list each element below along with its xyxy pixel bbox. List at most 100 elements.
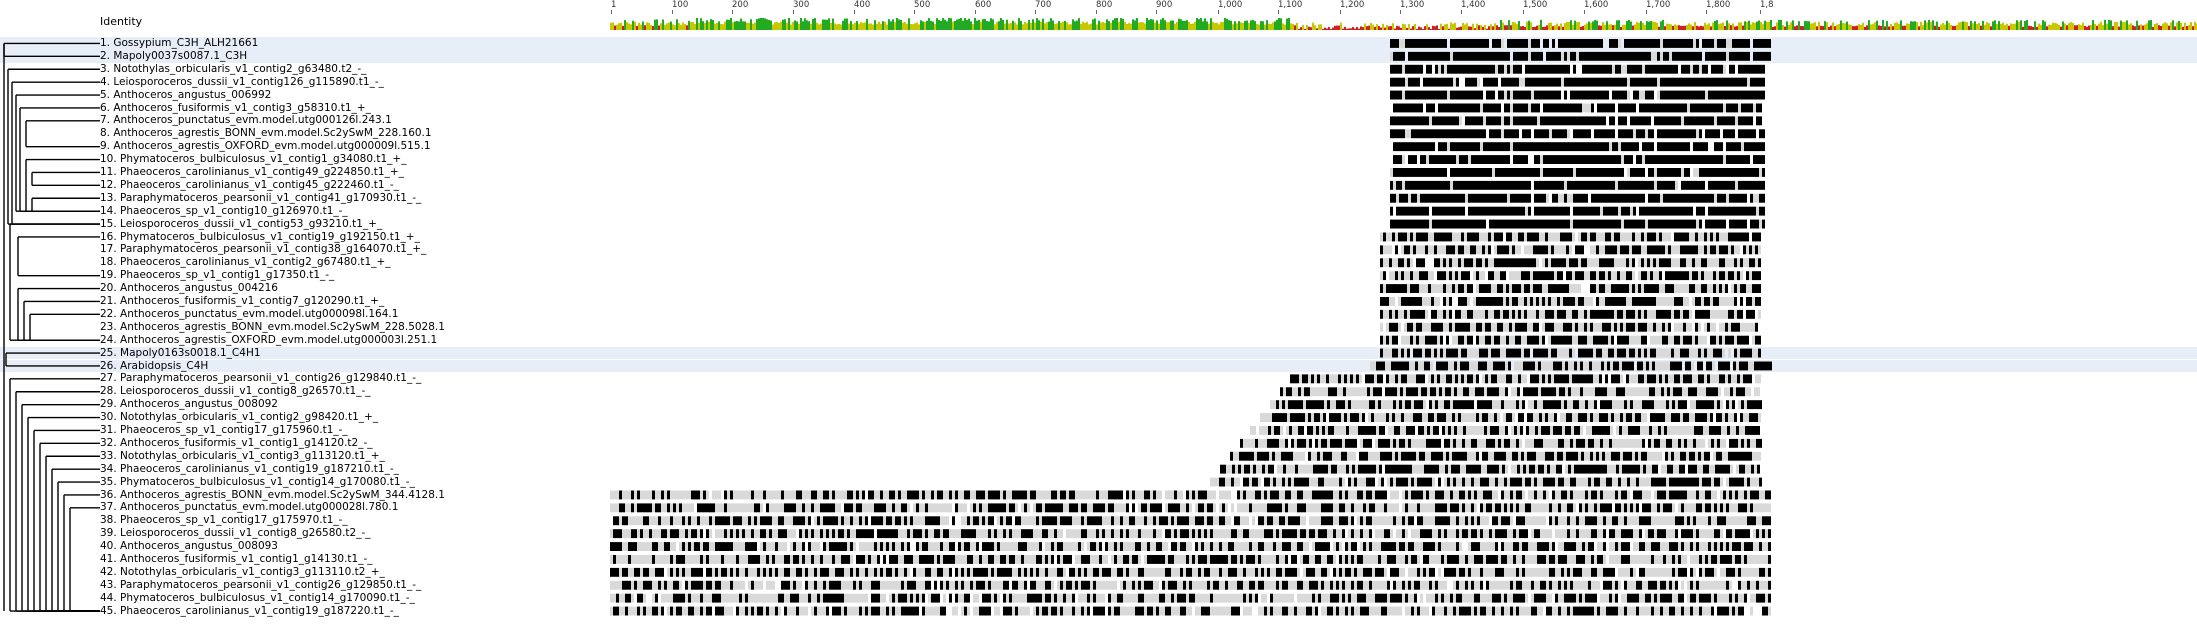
sequence-row[interactable]: 44. Phymatoceros_bulbiculosus_v1_contig1… [0, 592, 2197, 605]
residue-block [1397, 387, 1400, 397]
sequence-name[interactable]: 14. Phaeoceros_sp_v1_contig10_g126970.t1… [100, 204, 348, 217]
sequence-row[interactable]: 38. Phaeoceros_sp_v1_contig17_g175970.t1… [0, 514, 2197, 527]
sequence-name[interactable]: 23. Anthoceros_agrestis_BONN_evm.model.S… [100, 320, 445, 333]
sequence-name[interactable]: 44. Phymatoceros_bulbiculosus_v1_contig1… [100, 591, 415, 604]
sequence-row[interactable]: 19. Phaeoceros_sp_v1_contig1_g17350.t1_-… [0, 269, 2197, 282]
sequence-name[interactable]: 35. Phymatoceros_bulbiculosus_v1_contig1… [100, 475, 415, 488]
sequence-row[interactable]: 35. Phymatoceros_bulbiculosus_v1_contig1… [0, 476, 2197, 489]
sequence-row[interactable]: 18. Phaeoceros_carolinianus_v1_contig2_g… [0, 256, 2197, 269]
sequence-row[interactable]: 32. Anthoceros_fusiformis_v1_contig1_g14… [0, 437, 2197, 450]
identity-bar [1106, 19, 1108, 30]
sequence-row[interactable]: 24. Anthoceros_agrestis_OXFORD_evm.model… [0, 334, 2197, 347]
sequence-name[interactable]: 9. Anthoceros_agrestis_OXFORD_evm.model.… [100, 140, 431, 153]
sequence-name[interactable]: 11. Phaeoceros_carolinianus_v1_contig49_… [100, 166, 404, 178]
sequence-row[interactable]: 40. Anthoceros_angustus_008093 [0, 540, 2197, 553]
sequence-name[interactable]: 34. Phaeoceros_carolinianus_v1_contig19_… [100, 462, 399, 475]
sequence-row[interactable]: 22. Anthoceros_punctatus_evm.model.utg00… [0, 308, 2197, 321]
sequence-name[interactable]: 37. Anthoceros_punctatus_evm.model.utg00… [100, 501, 399, 514]
residue-block [1663, 219, 1666, 229]
sequence-name[interactable]: 33. Notothylas_orbicularis_v1_contig3_g1… [100, 449, 385, 462]
sequence-row[interactable]: 23. Anthoceros_agrestis_BONN_evm.model.S… [0, 321, 2197, 334]
sequence-name[interactable]: 43. Paraphymatoceros_pearsonii_v1_contig… [100, 578, 422, 591]
sequence-row[interactable]: 12. Phaeoceros_carolinianus_v1_contig45_… [0, 179, 2197, 192]
sequence-name[interactable]: 6. Anthoceros_fusiformis_v1_contig3_g583… [100, 101, 371, 114]
sequence-name[interactable]: 40. Anthoceros_angustus_008093 [100, 540, 278, 553]
sequence-name[interactable]: 1. Gossypium_C3H_ALH21661 [100, 37, 259, 49]
sequence-row[interactable]: 16. Phymatoceros_bulbiculosus_v1_contig1… [0, 231, 2197, 244]
sequence-row[interactable]: 11. Phaeoceros_carolinianus_v1_contig49_… [0, 166, 2197, 179]
sequence-name[interactable]: 38. Phaeoceros_sp_v1_contig17_g175970.t1… [100, 514, 348, 527]
sequence-row[interactable]: 20. Anthoceros_angustus_004216 [0, 282, 2197, 295]
sequence-row[interactable]: 14. Phaeoceros_sp_v1_contig10_g126970.t1… [0, 205, 2197, 218]
sequence-name[interactable]: 7. Anthoceros_punctatus_evm.model.utg000… [100, 114, 392, 127]
residue-block [1612, 180, 1615, 190]
sequence-row[interactable]: 34. Phaeoceros_carolinianus_v1_contig19_… [0, 463, 2197, 476]
sequence-name[interactable]: 22. Anthoceros_punctatus_evm.model.utg00… [100, 307, 399, 320]
sequence-row[interactable]: 29. Anthoceros_angustus_008092 [0, 398, 2197, 411]
sequence-row[interactable]: 6. Anthoceros_fusiformis_v1_contig3_g583… [0, 102, 2197, 115]
sequence-name[interactable]: 41. Anthoceros_fusiformis_v1_contig1_g14… [100, 553, 373, 565]
sequence-row[interactable]: 7. Anthoceros_punctatus_evm.model.utg000… [0, 114, 2197, 127]
sequence-name[interactable]: 21. Anthoceros_fusiformis_v1_contig7_g12… [100, 295, 385, 307]
sequence-row[interactable]: 31. Phaeoceros_sp_v1_contig17_g175960.t1… [0, 424, 2197, 437]
sequence-name[interactable]: 13. Paraphymatoceros_pearsonii_v1_contig… [100, 191, 422, 204]
sequence-row[interactable]: 21. Anthoceros_fusiformis_v1_contig7_g12… [0, 295, 2197, 308]
sequence-name[interactable]: 24. Anthoceros_agrestis_OXFORD_evm.model… [100, 333, 438, 346]
sequence-row[interactable]: 28. Leiosporoceros_dussii_v1_contig8_g26… [0, 385, 2197, 398]
sequence-name[interactable]: 36. Anthoceros_agrestis_BONN_evm.model.S… [100, 488, 445, 501]
residue-block [1640, 426, 1643, 435]
sequence-name[interactable]: 27. Paraphymatoceros_pearsonii_v1_contig… [100, 372, 422, 385]
sequence-name[interactable]: 12. Phaeoceros_carolinianus_v1_contig45_… [100, 178, 399, 191]
sequence-name[interactable]: 2. Mapoly0037s0087.1_C3H [100, 49, 248, 62]
sequence-row[interactable]: 45. Phaeoceros_carolinianus_v1_contig19_… [0, 605, 2197, 618]
sequence-row[interactable]: 27. Paraphymatoceros_pearsonii_v1_contig… [0, 372, 2197, 385]
residue-block [1626, 348, 1629, 358]
sequence-name[interactable]: 42. Notothylas_orbicularis_v1_contig3_g1… [100, 565, 385, 578]
residue-block [1480, 155, 1483, 164]
residue-block [1471, 206, 1474, 216]
sequence-row[interactable]: 41. Anthoceros_fusiformis_v1_contig1_g14… [0, 553, 2197, 566]
sequence-row[interactable]: 13. Paraphymatoceros_pearsonii_v1_contig… [0, 192, 2197, 205]
sequence-name[interactable]: 31. Phaeoceros_sp_v1_contig17_g175960.t1… [100, 424, 348, 436]
sequence-name[interactable]: 3. Notothylas_orbicularis_v1_contig2_g63… [100, 62, 367, 75]
sequence-name[interactable]: 4. Leiosporoceros_dussii_v1_contig126_g1… [100, 75, 384, 88]
sequence-name[interactable]: 8. Anthoceros_agrestis_BONN_evm.model.Sc… [100, 127, 432, 140]
identity-bar [1936, 21, 1938, 30]
sequence-name[interactable]: 15. Leiosporoceros_dussii_v1_contig53_g9… [100, 217, 383, 230]
sequence-row[interactable]: 33. Notothylas_orbicularis_v1_contig3_g1… [0, 450, 2197, 463]
sequence-name[interactable]: 20. Anthoceros_angustus_004216 [100, 282, 278, 295]
sequence-name[interactable]: 28. Leiosporoceros_dussii_v1_contig8_g26… [100, 385, 371, 398]
sequence-row[interactable]: 8. Anthoceros_agrestis_BONN_evm.model.Sc… [0, 127, 2197, 140]
sequence-row[interactable]: 4. Leiosporoceros_dussii_v1_contig126_g1… [0, 76, 2197, 89]
sequence-row[interactable]: 42. Notothylas_orbicularis_v1_contig3_g1… [0, 566, 2197, 579]
identity-bar [1628, 19, 1630, 30]
alignment-view[interactable] [610, 37, 2197, 624]
sequence-row[interactable]: 37. Anthoceros_punctatus_evm.model.utg00… [0, 501, 2197, 514]
sequence-row[interactable]: 36. Anthoceros_agrestis_BONN_evm.model.S… [0, 489, 2197, 502]
sequence-name[interactable]: 17. Paraphymatoceros_pearsonii_v1_contig… [100, 243, 427, 256]
sequence-name[interactable]: 19. Phaeoceros_sp_v1_contig1_g17350.t1_-… [100, 269, 335, 282]
sequence-row[interactable]: 15. Leiosporoceros_dussii_v1_contig53_g9… [0, 218, 2197, 231]
sequence-row[interactable]: 43. Paraphymatoceros_pearsonii_v1_contig… [0, 579, 2197, 592]
sequence-name[interactable]: 10. Phymatoceros_bulbiculosus_v1_contig1… [100, 153, 407, 166]
sequence-name[interactable]: 30. Notothylas_orbicularis_v1_contig2_g9… [100, 411, 379, 424]
sequence-name[interactable]: 16. Phymatoceros_bulbiculosus_v1_contig1… [100, 230, 420, 243]
sequence-name[interactable]: 26. Arabidopsis_C4H [100, 359, 209, 372]
sequence-row[interactable]: 30. Notothylas_orbicularis_v1_contig2_g9… [0, 411, 2197, 424]
identity-bar [1392, 23, 1394, 30]
sequence-row[interactable]: 9. Anthoceros_agrestis_OXFORD_evm.model.… [0, 140, 2197, 153]
sequence-name[interactable]: 5. Anthoceros_angustus_006992 [100, 88, 272, 101]
residue-block [1561, 77, 1564, 87]
sequence-name[interactable]: 32. Anthoceros_fusiformis_v1_contig1_g14… [100, 436, 373, 449]
sequence-name[interactable]: 18. Phaeoceros_carolinianus_v1_contig2_g… [100, 256, 391, 269]
sequence-name[interactable]: 25. Mapoly0163s0018.1_C4H1 [100, 346, 261, 359]
sequence-row[interactable]: 10. Phymatoceros_bulbiculosus_v1_contig1… [0, 153, 2197, 166]
sequence-name[interactable]: 45. Phaeoceros_carolinianus_v1_contig19_… [100, 604, 399, 617]
sequence-row[interactable]: 5. Anthoceros_angustus_006992 [0, 89, 2197, 102]
sequence-row[interactable]: 17. Paraphymatoceros_pearsonii_v1_contig… [0, 243, 2197, 256]
sequence-row[interactable]: 3. Notothylas_orbicularis_v1_contig2_g63… [0, 63, 2197, 76]
sequence-name[interactable]: 39. Leiosporoceros_dussii_v1_contig8_g26… [100, 527, 371, 540]
sequence-name[interactable]: 29. Anthoceros_angustus_008092 [100, 398, 278, 411]
sequence-row[interactable]: 39. Leiosporoceros_dussii_v1_contig8_g26… [0, 527, 2197, 540]
